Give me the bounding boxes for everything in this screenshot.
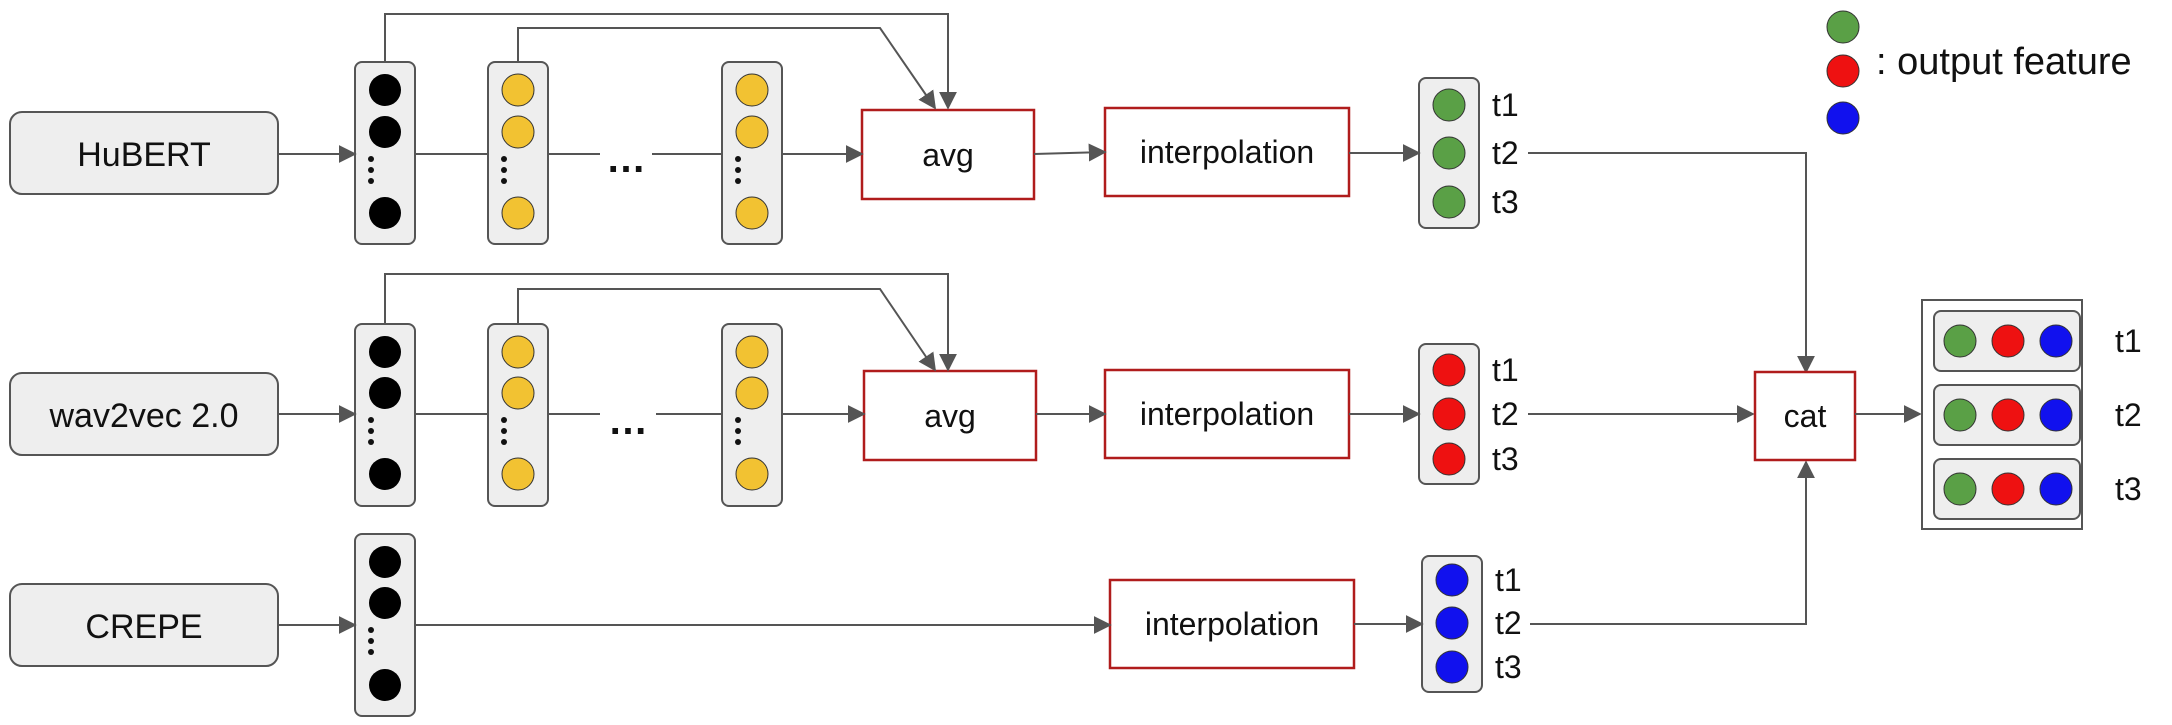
concat-t2-label: t2	[2115, 397, 2142, 433]
hubert-interpolation-label: interpolation	[1140, 134, 1314, 170]
concat-t3-label: t3	[2115, 471, 2142, 507]
hubert-node-yellow	[735, 73, 769, 107]
hubert-node-yellow	[735, 196, 769, 230]
crepe-t2-label: t2	[1495, 605, 1522, 641]
crepe-feature-t1	[1435, 563, 1469, 597]
legend-blue-swatch	[1826, 101, 1860, 135]
hubert-node-yellow	[501, 73, 535, 107]
wav2vec-node-yellow	[501, 376, 535, 410]
wav2vec-ellipsis: …	[608, 399, 648, 443]
wav2vec-feature-t3	[1432, 442, 1466, 476]
hubert-interpolation-box	[1103, 106, 1351, 198]
legend-green-swatch	[1826, 10, 1860, 44]
wav2vec-model-label: wav2vec 2.0	[49, 397, 239, 435]
wav2vec-feature-t1	[1432, 353, 1466, 387]
cat-label: cat	[1784, 398, 1827, 434]
wav2vec-avg-label: avg	[924, 398, 976, 434]
row-hubert: HuBERT … avg interpolation t1 t2 t3	[9, 13, 1815, 374]
wav2vec-interpolation-box	[1103, 368, 1351, 460]
crepe-t1-label: t1	[1495, 562, 1522, 598]
wav2vec-node-yellow	[735, 376, 769, 410]
wav2vec-node-yellow	[501, 335, 535, 369]
wav2vec-node-yellow	[735, 335, 769, 369]
hubert-feature-t1	[1432, 88, 1466, 122]
crepe-node-black	[369, 669, 401, 701]
concat-blue-feature	[2039, 398, 2073, 432]
hubert-t2-label: t2	[1492, 135, 1519, 171]
hubert-avg-label: avg	[922, 137, 974, 173]
concat-green-feature	[1943, 324, 1977, 358]
wav2vec-node-black	[369, 377, 401, 409]
hubert-node-black	[369, 74, 401, 106]
hubert-feature-t2	[1432, 136, 1466, 170]
crepe-interpolation-box	[1108, 578, 1356, 670]
concat-section: cat t1 t2 t3	[1753, 299, 2142, 530]
hubert-node-yellow	[501, 115, 535, 149]
row-crepe: CREPE interpolation t1 t2 t3	[9, 460, 1815, 717]
wav2vec-t1-label: t1	[1492, 352, 1519, 388]
legend-text: : output feature	[1876, 41, 2132, 83]
wav2vec-node-yellow	[501, 457, 535, 491]
legend: : output feature	[1826, 10, 2132, 135]
hubert-model-label: HuBERT	[77, 136, 211, 174]
wav2vec-node-black	[369, 458, 401, 490]
concat-green-feature	[1943, 398, 1977, 432]
hubert-feature-t3	[1432, 185, 1466, 219]
crepe-node-black	[369, 587, 401, 619]
wav2vec-interpolation-label: interpolation	[1140, 396, 1314, 432]
concat-red-feature	[1991, 398, 2025, 432]
hubert-node-black	[369, 116, 401, 148]
concat-t1-label: t1	[2115, 323, 2142, 359]
concat-red-feature	[1991, 324, 2025, 358]
wav2vec-t3-label: t3	[1492, 441, 1519, 477]
crepe-t3-label: t3	[1495, 649, 1522, 685]
wav2vec-node-yellow	[735, 457, 769, 491]
hubert-ellipsis: …	[606, 137, 646, 181]
concat-blue-feature	[2039, 324, 2073, 358]
concat-red-feature	[1991, 472, 2025, 506]
crepe-feature-t3	[1435, 650, 1469, 684]
concat-green-feature	[1943, 472, 1977, 506]
row-wav2vec: wav2vec 2.0 … avg interpolation t1 t2 t3	[9, 273, 1755, 507]
hubert-node-yellow	[501, 196, 535, 230]
crepe-feature-t2	[1435, 606, 1469, 640]
wav2vec-node-black	[369, 336, 401, 368]
cat-box	[1753, 370, 1857, 462]
concat-blue-feature	[2039, 472, 2073, 506]
wav2vec-feature-t2	[1432, 397, 1466, 431]
hubert-node-black	[369, 197, 401, 229]
hubert-avg-box	[860, 108, 1036, 201]
hubert-node-yellow	[735, 115, 769, 149]
crepe-node-black	[369, 546, 401, 578]
hubert-t3-label: t3	[1492, 184, 1519, 220]
legend-red-swatch	[1826, 54, 1860, 88]
hubert-t1-label: t1	[1492, 87, 1519, 123]
wav2vec-t2-label: t2	[1492, 396, 1519, 432]
crepe-interpolation-label: interpolation	[1145, 606, 1319, 642]
crepe-model-label: CREPE	[85, 608, 202, 646]
